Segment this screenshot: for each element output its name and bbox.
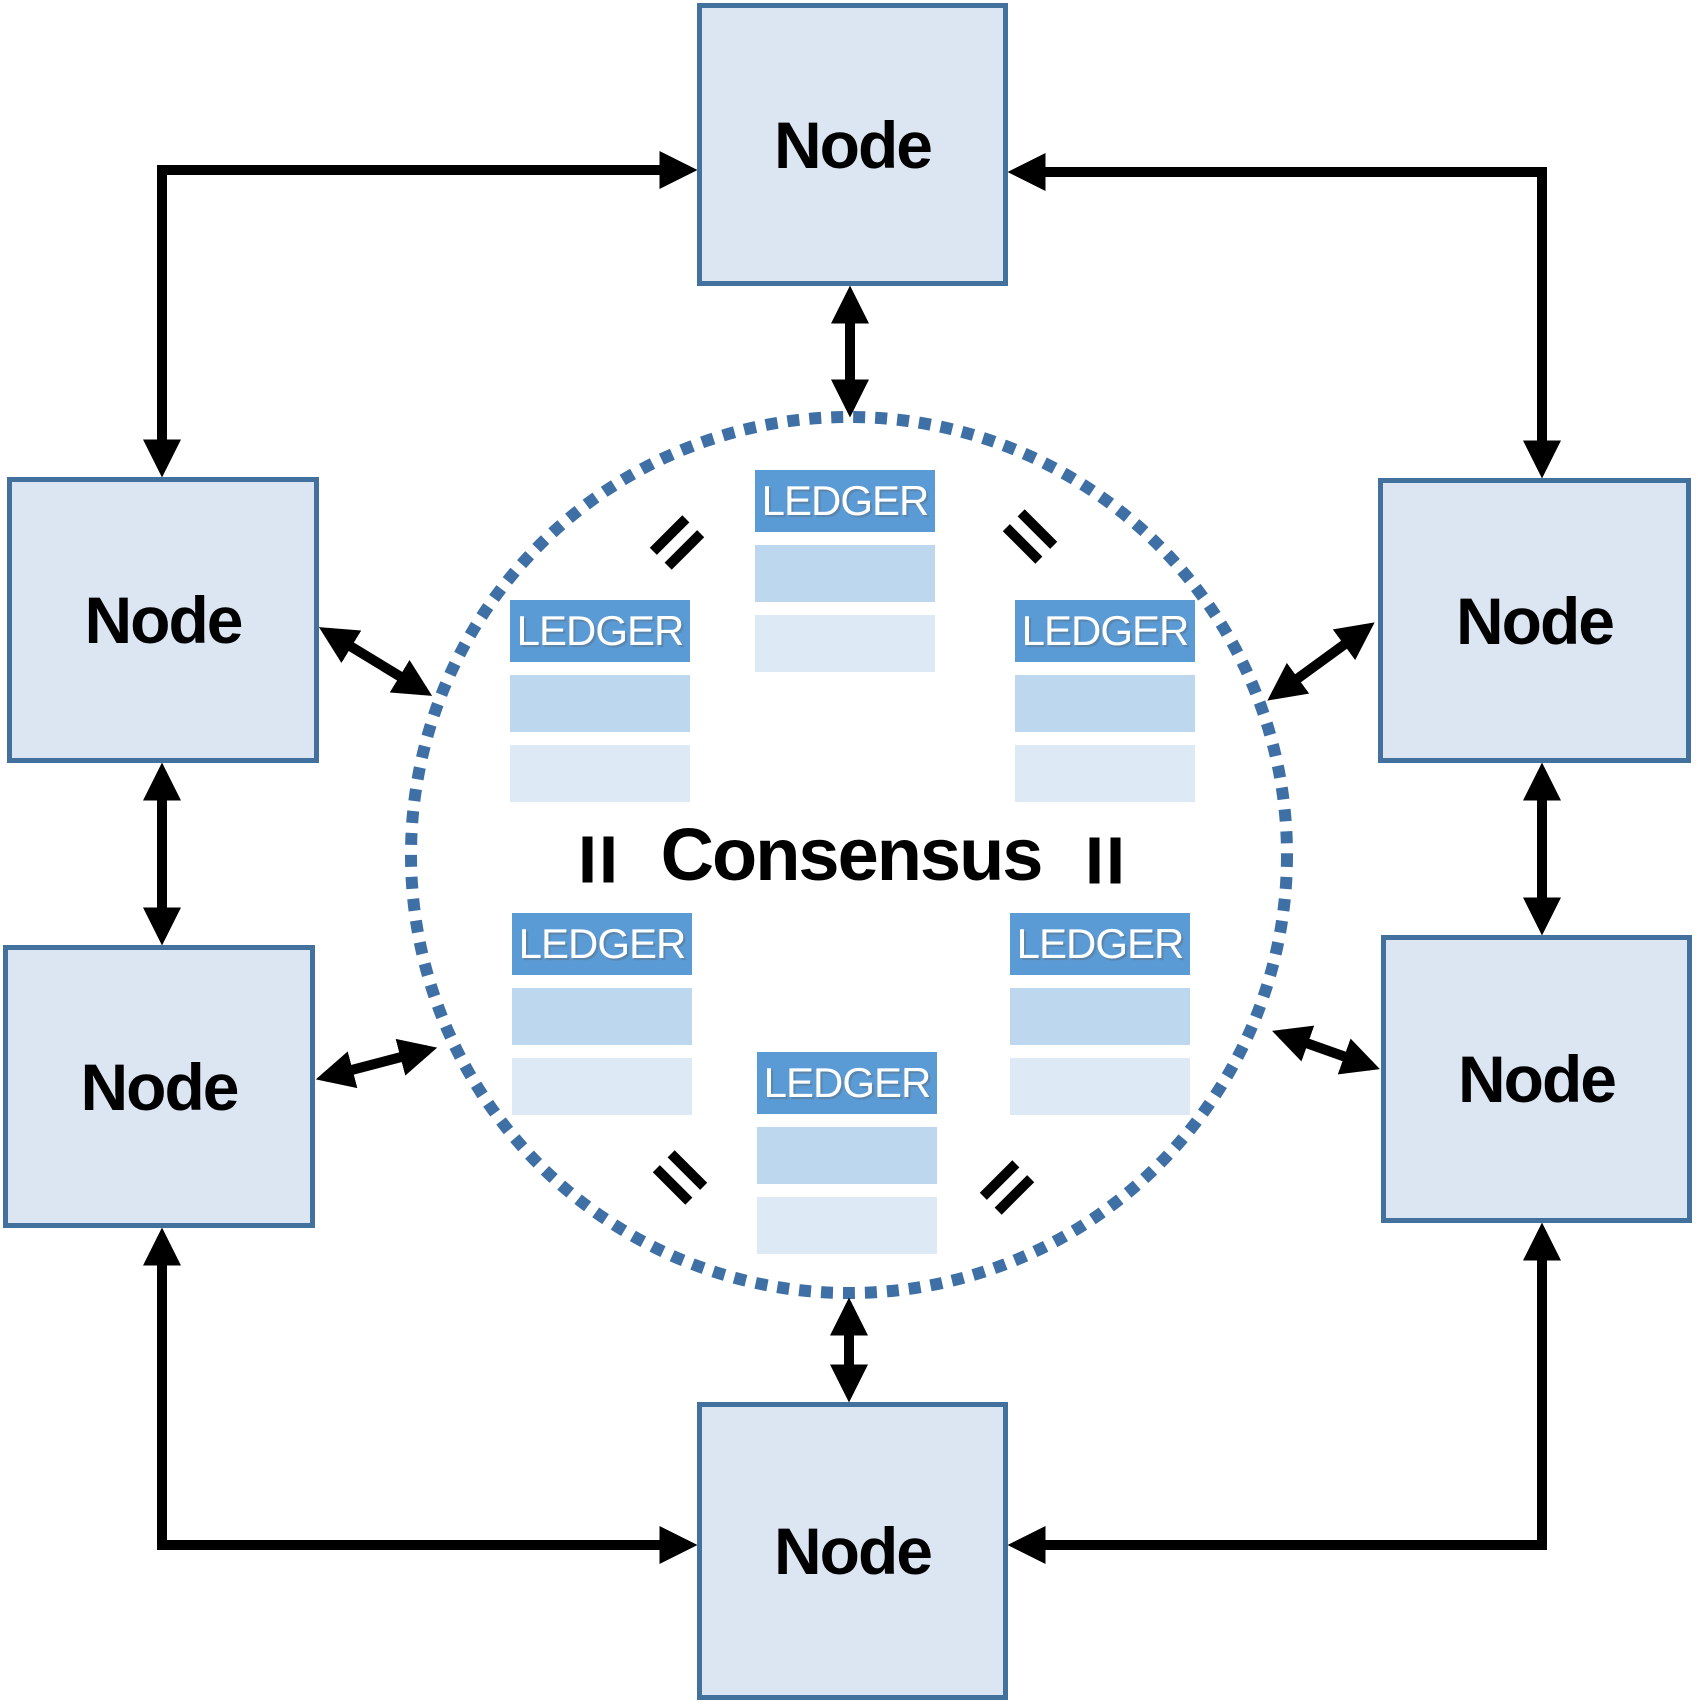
- ledger-upper-left-header: LEDGER: [510, 600, 690, 662]
- node-right-upper: Node: [1378, 478, 1691, 763]
- ledger-row: [755, 615, 935, 672]
- node-right-upper-label: Node: [1456, 583, 1615, 658]
- equals-bar: [582, 836, 593, 883]
- equals-bar: [1089, 837, 1100, 884]
- node-left-upper-label: Node: [84, 583, 244, 657]
- arrow-left-upper-node-to-circle: [318, 627, 433, 696]
- ledger-top: LEDGER: [755, 470, 935, 672]
- ledger-lower-right: LEDGER: [1010, 913, 1190, 1115]
- ledger-row: [1010, 1058, 1190, 1115]
- equals-bar: [1110, 837, 1121, 884]
- ledger-bottom: LEDGER: [757, 1052, 937, 1254]
- arrow-top-right-elbow: [1007, 153, 1561, 479]
- node-left-lower-label: Node: [80, 1049, 240, 1124]
- ledger-row: [512, 988, 692, 1045]
- ledger-row: [1015, 745, 1195, 802]
- ledger-row: [512, 1058, 692, 1115]
- node-bottom: Node: [697, 1402, 1008, 1700]
- consensus-dotted-circle: [405, 411, 1293, 1299]
- ledger-upper-left: LEDGER: [510, 600, 690, 802]
- equals-icon-right: [1089, 837, 1121, 884]
- node-top-label: Node: [774, 107, 933, 182]
- ledger-row: [1015, 675, 1195, 732]
- ledger-row: [755, 545, 935, 602]
- equals-icon-left: [582, 836, 614, 883]
- arrow-left-lower-node-to-circle: [315, 1038, 438, 1089]
- ledger-upper-right: LEDGER: [1015, 600, 1195, 802]
- node-right-lower: Node: [1381, 935, 1692, 1223]
- node-left-lower: Node: [3, 945, 315, 1228]
- ledger-row: [1010, 988, 1190, 1045]
- equals-bar: [603, 836, 614, 883]
- arrow-right-upper-node-to-circle: [1267, 622, 1375, 701]
- node-left-upper: Node: [7, 477, 319, 763]
- node-right-lower-label: Node: [1458, 1042, 1617, 1116]
- ledger-top-header: LEDGER: [755, 470, 935, 532]
- ledger-lower-right-header: LEDGER: [1010, 913, 1190, 975]
- consensus-title: Consensus: [660, 813, 1044, 896]
- ledger-lower-left: LEDGER: [512, 913, 692, 1115]
- ledger-upper-right-header: LEDGER: [1015, 600, 1195, 662]
- arrow-top-left-elbow: [143, 151, 698, 478]
- arrow-right-lower-node-to-circle: [1272, 1025, 1380, 1075]
- ledger-row: [510, 675, 690, 732]
- node-top: Node: [697, 3, 1008, 286]
- ledger-row: [757, 1127, 937, 1184]
- arrow-bottom-right-elbow: [1007, 1222, 1561, 1564]
- ledger-row: [757, 1197, 937, 1254]
- arrow-bottom-left-elbow: [143, 1227, 698, 1564]
- ledger-row: [510, 745, 690, 802]
- node-bottom-label: Node: [774, 1514, 933, 1588]
- ledger-bottom-header: LEDGER: [757, 1052, 937, 1114]
- ledger-lower-left-header: LEDGER: [512, 913, 692, 975]
